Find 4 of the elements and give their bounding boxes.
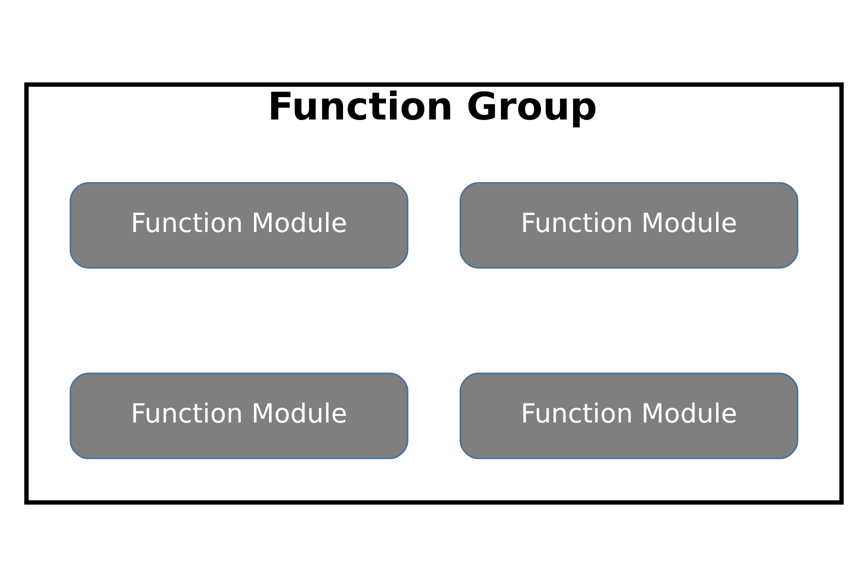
- node-box: Function Module: [460, 372, 798, 459]
- node-box: Function Module: [70, 372, 408, 459]
- node-box: Function Module: [70, 182, 408, 268]
- node-box: Function Module: [460, 182, 798, 268]
